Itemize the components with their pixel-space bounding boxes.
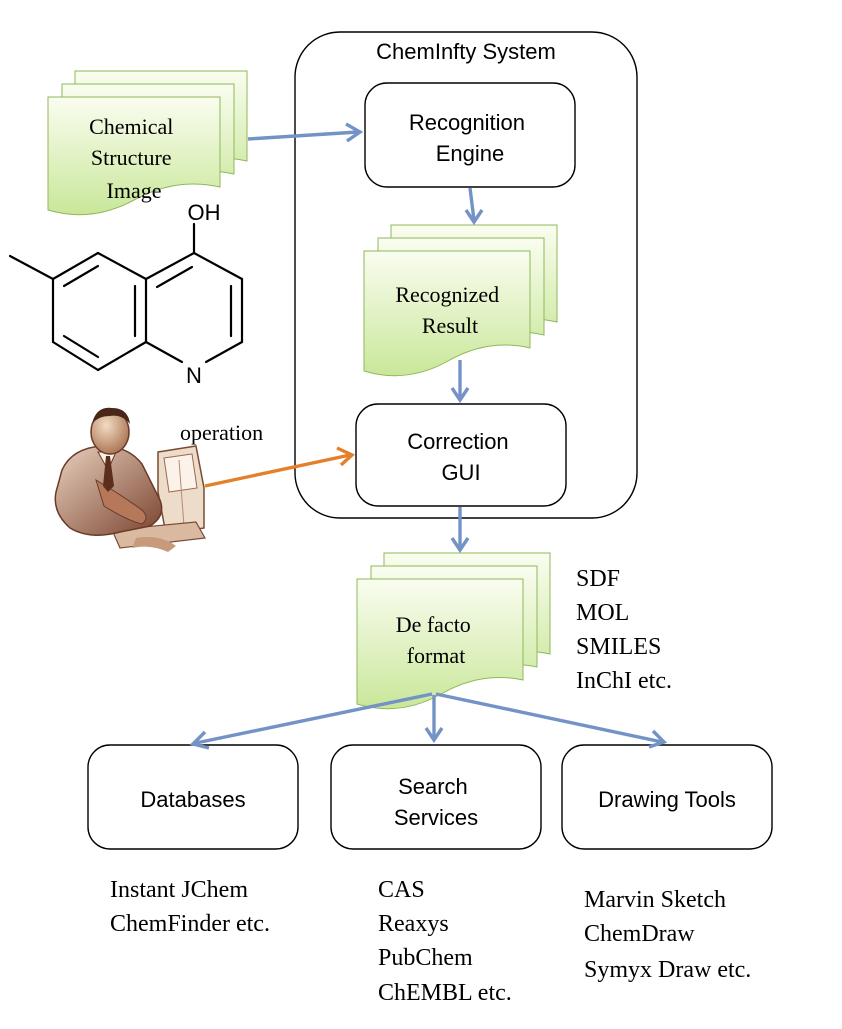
de-facto-format-line-2: format <box>407 643 466 668</box>
arrow-engine-to-result <box>468 187 476 221</box>
arrows <box>189 122 668 750</box>
de-facto-format-document: De facto format <box>356 552 551 710</box>
de-facto-format-line-1: De facto <box>396 612 471 637</box>
database-examples: Instant JChem ChemFinder etc. <box>110 877 270 937</box>
format-item: SDF <box>576 566 620 592</box>
databases-label: Databases <box>140 787 245 812</box>
drawing-tools-line-1: Drawing Tools <box>598 787 736 812</box>
search-services-label: Search Services <box>394 774 478 830</box>
atom-oh: OH <box>188 200 221 225</box>
recognized-result-line-2: Result <box>422 313 478 338</box>
de-facto-format-label: De facto format <box>396 612 477 668</box>
arrowhead <box>336 446 356 467</box>
search-services-line-2: Services <box>394 805 478 830</box>
chemical-structure-image-line-2: Structure <box>91 145 172 170</box>
arrowhead <box>189 730 210 750</box>
databases-line-1: Databases <box>140 787 245 812</box>
recognition-engine-line-1: Recognition <box>409 110 525 135</box>
molecule-structure: OH N <box>8 200 244 388</box>
recognition-engine-box <box>364 82 576 188</box>
database-example: Instant JChem <box>110 877 248 903</box>
chemical-structure-image-line-1: Chemical <box>89 114 173 139</box>
search-services-box <box>330 744 542 850</box>
person-at-computer-icon <box>54 407 206 552</box>
format-item: MOL <box>576 600 629 626</box>
arrowhead <box>648 729 668 749</box>
drawing-tools-label: Drawing Tools <box>598 787 736 812</box>
arrow-user-to-gui <box>204 453 351 488</box>
search-example: PubChem <box>378 945 473 971</box>
system-title: ChemInfty System <box>376 39 556 64</box>
format-item: SMILES <box>576 634 661 660</box>
search-example: ChEMBL etc. <box>378 980 512 1006</box>
recognized-result-line-1: Recognized <box>395 282 499 307</box>
format-item: InChI etc. <box>576 668 672 694</box>
operation-label: operation <box>180 420 263 445</box>
chemical-structure-image-label: Chemical Structure Image <box>89 114 179 203</box>
recognition-engine-label: Recognition Engine <box>409 110 531 166</box>
correction-gui-label: Correction GUI <box>407 429 515 485</box>
chemical-structure-image-line-3: Image <box>107 178 162 203</box>
search-services-line-1: Search <box>398 774 468 799</box>
recognized-result-document: Recognized Result <box>363 224 558 377</box>
arrow-format-to-drawing <box>435 692 663 744</box>
arrowhead <box>464 209 484 226</box>
arrowhead <box>345 122 364 143</box>
atom-n: N <box>186 363 202 388</box>
database-example: ChemFinder etc. <box>110 911 270 937</box>
arrow-format-to-databases <box>195 692 433 745</box>
arrow-image-to-engine <box>247 130 359 141</box>
search-examples: CAS Reaxys PubChem ChEMBL etc. <box>378 877 512 1006</box>
recognized-result-label: Recognized Result <box>395 282 504 338</box>
chemical-structure-image-document: Chemical Structure Image <box>47 70 248 216</box>
drawing-example: ChemDraw <box>584 921 695 947</box>
drawing-example: Symyx Draw etc. <box>584 957 751 983</box>
drawing-tools-box <box>561 744 773 850</box>
arrowhead <box>424 727 444 744</box>
arrowhead <box>450 387 470 404</box>
recognition-engine-line-2: Engine <box>436 141 505 166</box>
correction-gui-box <box>355 403 567 507</box>
search-example: CAS <box>378 877 425 903</box>
format-list: SDF MOL SMILES InChI etc. <box>576 566 672 694</box>
correction-gui-line-2: GUI <box>441 460 480 485</box>
drawing-example: Marvin Sketch <box>584 887 726 913</box>
search-example: Reaxys <box>378 911 449 937</box>
correction-gui-line-1: Correction <box>407 429 508 454</box>
drawing-examples: Marvin Sketch ChemDraw Symyx Draw etc. <box>584 887 751 983</box>
arrowhead <box>450 537 470 554</box>
